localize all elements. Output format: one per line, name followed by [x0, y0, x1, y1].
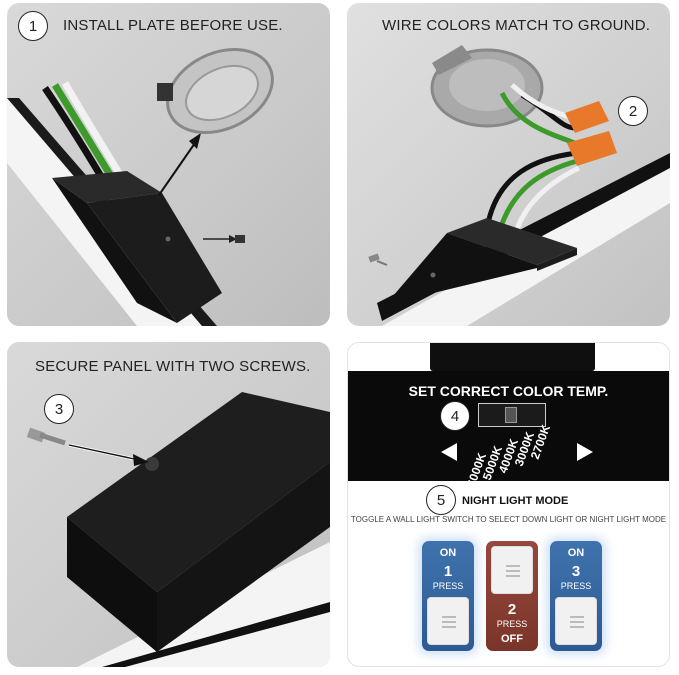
- step-4-5-panel: SET CORRECT COLOR TEMP. 4 2700K 3000K 40…: [347, 342, 670, 667]
- step-4-caption: SET CORRECT COLOR TEMP.: [408, 383, 609, 399]
- arrow-right-icon: [577, 443, 593, 461]
- fixture-tab: [430, 343, 595, 371]
- step-1-panel: 1 INSTALL PLATE BEFORE USE.: [7, 3, 330, 326]
- secure-panel-illustration: [26, 392, 330, 667]
- switch-1-state: ON: [439, 547, 457, 559]
- step-4-badge: 4: [440, 401, 470, 431]
- switch-1-number: 1: [443, 563, 453, 580]
- switch-1-press: PRESS: [432, 581, 464, 591]
- switch-3-rocker[interactable]: [555, 597, 597, 645]
- switch-3-press: PRESS: [560, 581, 592, 591]
- step-1-badge: 1: [18, 11, 48, 41]
- switch-knob[interactable]: [505, 407, 517, 423]
- install-plate-illustration: [7, 47, 274, 326]
- step-5-caption: NIGHT LIGHT MODE: [462, 495, 569, 507]
- step-2-caption: WIRE COLORS MATCH TO GROUND.: [382, 17, 651, 34]
- step-2-badge: 2: [618, 96, 648, 126]
- step-5-badge: 5: [426, 485, 456, 515]
- wiring-illustration: [368, 45, 670, 326]
- switch-2-press: PRESS: [496, 619, 528, 629]
- wire-connector-icon: [565, 101, 617, 166]
- night-light-description: TOGGLE A WALL LIGHT SWITCH TO SELECT DOW…: [350, 515, 667, 524]
- switch-2-rocker[interactable]: [491, 546, 533, 594]
- wall-switch-1[interactable]: ON 1 PRESS: [422, 541, 474, 651]
- switch-1-rocker[interactable]: [427, 597, 469, 645]
- switch-2-state: OFF: [501, 633, 523, 645]
- switch-3-state: ON: [567, 547, 585, 559]
- arrow-left-icon: [441, 443, 457, 461]
- switch-3-number: 3: [571, 563, 581, 580]
- mounting-plate-icon: [157, 47, 274, 135]
- step-2-panel: WIRE COLORS MATCH TO GROUND. 2: [347, 3, 670, 326]
- step-3-caption: SECURE PANEL WITH TWO SCREWS.: [35, 358, 311, 375]
- screw-icon: [26, 427, 66, 446]
- color-temp-switch[interactable]: [478, 403, 546, 427]
- wall-switch-2[interactable]: 2 PRESS OFF: [486, 541, 538, 651]
- step-3-panel: SECURE PANEL WITH TWO SCREWS. 3: [7, 342, 330, 667]
- switch-2-number: 2: [507, 601, 517, 618]
- ceiling-box-icon: [430, 45, 544, 128]
- wall-switch-3[interactable]: ON 3 PRESS: [550, 541, 602, 651]
- step-1-caption: INSTALL PLATE BEFORE USE.: [63, 17, 283, 34]
- step-3-badge: 3: [44, 394, 74, 424]
